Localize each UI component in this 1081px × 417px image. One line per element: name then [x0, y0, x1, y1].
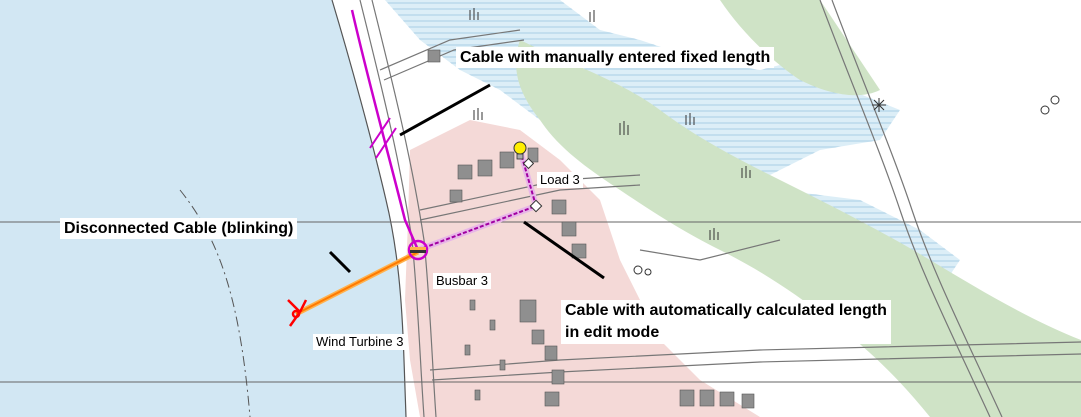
busbar-icon[interactable] — [407, 239, 429, 261]
load-bulb-icon[interactable] — [513, 141, 527, 160]
callout-auto-length: Cable with automatically calculated leng… — [561, 300, 891, 344]
label-load[interactable]: Load 3 — [537, 172, 583, 188]
label-turbine[interactable]: Wind Turbine 3 — [313, 334, 407, 350]
vertex-handle[interactable] — [522, 157, 535, 170]
vegetation-band — [516, 40, 1081, 417]
buildings — [427, 49, 755, 409]
sea-area — [0, 0, 406, 417]
shoreline — [331, 0, 407, 417]
callout-fixed-length: Cable with manually entered fixed length — [456, 47, 775, 68]
callout-disconnected: Disconnected Cable (blinking) — [60, 218, 298, 239]
vegetation-south — [940, 330, 1081, 417]
callout-pointers — [328, 83, 605, 280]
sea-boundary — [179, 189, 251, 417]
label-busbar[interactable]: Busbar 3 — [433, 273, 492, 289]
callout-auto-length-line2: in edit mode — [565, 324, 660, 341]
vertex-handle[interactable] — [529, 199, 543, 213]
cable-fixed-length[interactable] — [350, 9, 420, 251]
cable-auto-length[interactable] — [416, 149, 543, 253]
cable-disconnected[interactable] — [294, 249, 420, 317]
vegetation-north — [720, 0, 880, 96]
callout-auto-length-line1: Cable with automatically calculated leng… — [565, 302, 887, 319]
wind-turbine-icon[interactable] — [287, 299, 308, 327]
map-symbols — [469, 8, 1060, 276]
